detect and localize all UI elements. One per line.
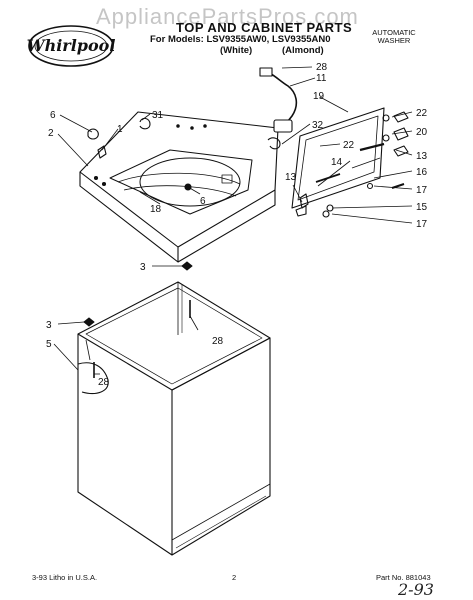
color-white-label: (White): [220, 45, 253, 56]
callout-5: 5: [46, 339, 52, 350]
product-type-line1: AUTOMATIC: [372, 28, 416, 37]
callout-13: 13: [416, 151, 428, 162]
callout-28: 28: [316, 62, 328, 73]
callout-6: 6: [50, 110, 56, 121]
callout-6: 6: [200, 196, 206, 207]
whirlpool-logo: Whirlpool: [27, 25, 116, 67]
product-type-label: AUTOMATIC WASHER: [364, 29, 424, 45]
hinge-parts: [87, 117, 151, 159]
callout-3: 3: [140, 262, 146, 273]
callout-16: 16: [416, 167, 428, 178]
handwritten-date: 2-93: [398, 580, 434, 599]
callout-22: 22: [343, 140, 355, 151]
top-cover: [79, 111, 279, 263]
callout-17: 17: [416, 185, 428, 196]
svg-text:Whirlpool: Whirlpool: [27, 36, 116, 55]
callout-17: 17: [416, 219, 428, 230]
callout-32: 32: [312, 120, 324, 131]
product-type-line2: WASHER: [377, 36, 411, 45]
cabinet: [77, 281, 271, 556]
callout-13: 13: [285, 172, 297, 183]
callout-1: 1: [117, 124, 123, 135]
callout-19: 19: [313, 91, 325, 102]
color-almond-label: (Almond): [282, 45, 324, 56]
callout-15: 15: [416, 202, 428, 213]
lid-switch-harness: [259, 67, 298, 150]
leader-lines: [53, 66, 413, 375]
page-number: 2: [232, 573, 237, 582]
part-number: Part No. 881043: [376, 573, 431, 582]
callout-31: 31: [152, 110, 164, 121]
cabinet-screws: [83, 261, 193, 378]
page-title: TOP AND CABINET PARTS: [176, 20, 353, 35]
watermark-text: AppliancePartsPros.com: [96, 4, 359, 29]
callout-18: 18: [150, 204, 162, 215]
callout-3: 3: [46, 320, 52, 331]
models-line: For Models: LSV9355AW0, LSV9355AN0: [150, 34, 331, 45]
callout-20: 20: [416, 127, 428, 138]
litho-note: 3-93 Litho in U.S.A.: [32, 573, 98, 582]
callout-28: 28: [212, 336, 224, 347]
callout-11: 11: [316, 73, 327, 84]
callout-22: 22: [416, 108, 428, 119]
callout-14: 14: [331, 157, 343, 168]
callout-2: 2: [48, 128, 54, 139]
callout-28: 28: [98, 377, 110, 388]
